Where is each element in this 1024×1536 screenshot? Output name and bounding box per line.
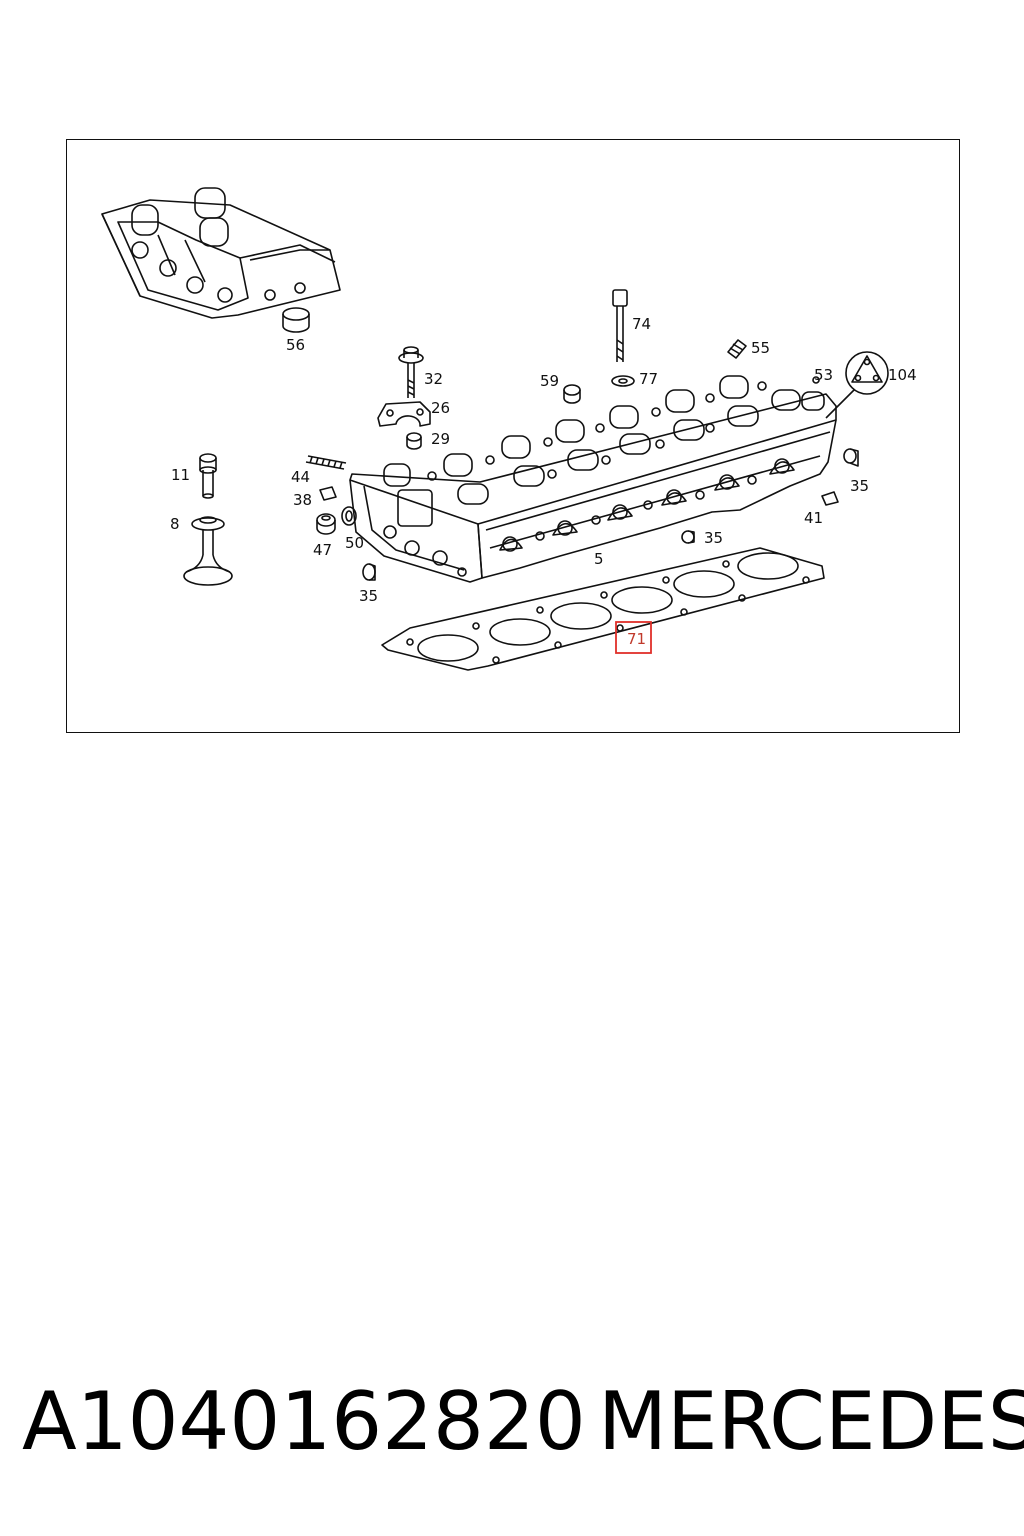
highlight-box	[615, 621, 652, 654]
part-32-bolt	[398, 346, 424, 398]
callout-32: 32	[424, 370, 443, 388]
part-44-stud	[305, 455, 347, 470]
inset-cylinder-head-end	[101, 187, 341, 319]
part-11-tappet	[199, 453, 217, 499]
callout-11: 11	[171, 466, 190, 484]
main-cylinder-head	[349, 375, 837, 583]
callout-35-middle: 35	[704, 529, 723, 547]
callout-labels: 56 74 55 32 59 77 53 104 26 29 11 44 38 …	[170, 315, 917, 605]
part-104-cover-plate	[825, 351, 889, 419]
part-35-plug-right	[843, 448, 859, 467]
part-55-valve-spring-cap	[727, 339, 747, 359]
callout-8: 8	[170, 515, 180, 533]
callout-44: 44	[291, 468, 310, 486]
part-47-plug	[316, 513, 336, 535]
callout-5: 5	[594, 550, 604, 568]
callout-38: 38	[293, 491, 312, 509]
callout-56: 56	[286, 336, 305, 354]
callout-47: 47	[313, 541, 332, 559]
callout-55: 55	[751, 339, 770, 357]
footer-caption: A1040162820 MERCEDES	[22, 1375, 1024, 1468]
callout-26: 26	[431, 399, 450, 417]
part-35-plug-middle	[681, 530, 695, 544]
part-number: A1040162820	[22, 1375, 586, 1468]
callout-77: 77	[639, 370, 658, 388]
part-8-valve	[183, 516, 233, 586]
part-74-bolt	[612, 289, 628, 362]
callout-71: 71	[627, 630, 646, 648]
part-29-sleeve	[406, 432, 422, 450]
brand-name: MERCEDES	[598, 1375, 1024, 1468]
part-59-plug	[563, 384, 581, 404]
part-71-head-gasket	[381, 547, 825, 671]
part-50-seal-ring	[341, 506, 357, 526]
part-35-plug-left	[362, 563, 376, 581]
part-26-bearing-cap	[377, 401, 431, 427]
callout-35-left: 35	[359, 587, 378, 605]
callout-104: 104	[888, 366, 917, 384]
part-56-plug	[282, 307, 310, 333]
part-77-washer	[611, 375, 635, 387]
callout-53: 53	[814, 366, 833, 384]
callout-71-highlight: 71	[615, 621, 652, 654]
part-38-pin	[319, 486, 337, 501]
callout-50: 50	[345, 534, 364, 552]
callout-41: 41	[804, 509, 823, 527]
callout-35-right: 35	[850, 477, 869, 495]
callout-59: 59	[540, 372, 559, 390]
part-41-pin	[821, 491, 839, 506]
callout-74: 74	[632, 315, 651, 333]
callout-29: 29	[431, 430, 450, 448]
